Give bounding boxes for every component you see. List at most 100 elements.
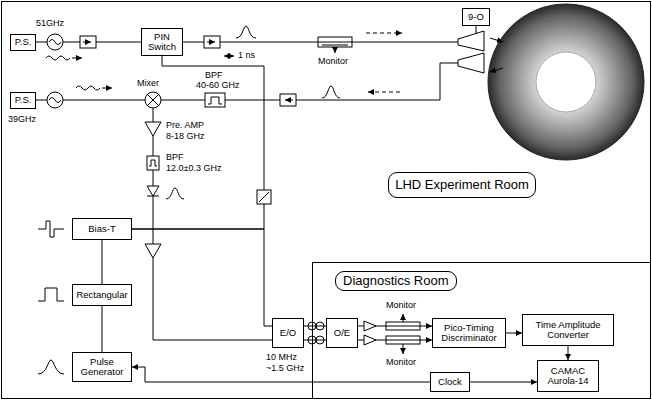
coupler-symbol — [386, 340, 420, 341]
node-text: PIN Switch — [144, 32, 180, 53]
discriminator-box: Pico-Timing Discriminator — [432, 318, 506, 348]
transmit-line — [318, 42, 352, 43]
node-text: P.S. — [15, 95, 32, 105]
transmit-line — [352, 42, 458, 43]
plasma-torus — [490, 68, 503, 72]
transmit-line — [83, 42, 91, 43]
amplifier-label: Pre. AMP — [166, 120, 204, 131]
connector — [132, 56, 264, 229]
plasma-torus — [536, 52, 596, 112]
filter-label: BPF — [205, 70, 223, 81]
coupler-symbol — [386, 322, 420, 330]
transmit-line — [72, 58, 82, 59]
node-text: LHD Experiment Room — [395, 178, 529, 192]
mixer-label: Mixer — [137, 78, 159, 89]
monitor-label: Monitor — [318, 56, 348, 67]
receive-line — [47, 92, 63, 108]
node-text: CAMAC Aurola-14 — [540, 366, 596, 387]
receive-line — [147, 186, 159, 196]
node-text: Time Amplitude Converter — [525, 320, 611, 341]
coupler-symbol — [403, 344, 404, 354]
bandwidth-label: ~1.5 GHz — [266, 363, 304, 374]
amplifier-symbol — [364, 321, 376, 331]
receive-line — [368, 92, 400, 93]
switch-symbol — [259, 192, 269, 202]
receive-line — [285, 100, 293, 101]
antenna-horn — [458, 53, 484, 73]
transmit-line — [366, 33, 402, 34]
transmit-line — [183, 42, 204, 43]
connector — [102, 240, 103, 284]
node-text: Bias-T — [88, 224, 115, 234]
clock-box: Clock — [430, 372, 470, 392]
frequency-label: 51GHz — [36, 18, 64, 29]
fiber-coil — [308, 322, 324, 344]
waveform-icon — [38, 221, 64, 237]
connector — [304, 326, 326, 327]
receive-line — [36, 63, 458, 340]
switch-symbol — [257, 190, 271, 204]
receive-line — [145, 122, 161, 136]
receive-line — [147, 94, 158, 105]
antenna-label-box: 9-O — [462, 8, 490, 26]
plasma-torus — [488, 4, 644, 160]
node-text: O/E — [334, 328, 350, 338]
pulse-generator-box: Pulse Generator — [72, 352, 132, 382]
node-text: E/O — [280, 328, 296, 338]
connector — [470, 382, 537, 383]
power-supply-box: P.S. — [10, 92, 36, 109]
connector — [568, 346, 569, 360]
node-text: Pulse Generator — [75, 357, 129, 378]
connector — [132, 229, 272, 326]
waveform-icon — [38, 221, 64, 374]
receive-line — [147, 156, 159, 170]
power-supply-box: P.S. — [10, 34, 36, 51]
receive-line — [49, 98, 61, 103]
coupler-symbol — [386, 314, 420, 354]
receive-line — [36, 100, 47, 101]
receive-line — [205, 93, 225, 107]
transmit-line — [96, 42, 141, 43]
node-text: Rectangular — [76, 290, 127, 300]
room-label-box: LHD Experiment Room — [388, 172, 536, 198]
transmit-line — [47, 34, 63, 50]
receive-line — [296, 63, 458, 100]
pin-switch-box: PIN Switch — [141, 28, 183, 56]
bandwidth-label: 10 MHz — [266, 352, 297, 363]
transmit-line — [224, 56, 234, 57]
band-label: 40-60 GHz — [196, 80, 240, 91]
filter-label: BPF — [166, 152, 184, 163]
connector — [304, 340, 326, 341]
transmit-line — [63, 42, 80, 43]
antenna-horn — [458, 31, 484, 51]
receive-line — [225, 100, 280, 101]
transmit-line — [318, 37, 352, 47]
amplifier-symbol — [364, 321, 376, 345]
receive-line — [145, 244, 161, 258]
transmit-line — [207, 42, 215, 43]
receive-line — [153, 108, 154, 122]
coupler-symbol — [403, 314, 404, 322]
receive-line — [280, 94, 296, 106]
transmit-line — [236, 26, 256, 38]
camac-box: CAMAC Aurola-14 — [537, 360, 599, 392]
transmit-line — [49, 40, 61, 45]
tac-box: Time Amplitude Converter — [522, 314, 614, 346]
waveform-icon — [38, 288, 64, 301]
connector — [506, 333, 522, 334]
receive-line — [76, 86, 100, 90]
receive-line — [153, 136, 154, 156]
node-text: Pico-Timing Discriminator — [435, 323, 503, 344]
bias-tee-box: Bias-T — [72, 218, 132, 240]
transmit-line — [220, 42, 318, 43]
receive-line — [166, 188, 184, 199]
antenna-horn — [458, 26, 484, 73]
transmit-line — [335, 47, 336, 53]
plasma-torus — [490, 38, 503, 42]
band-label: 8-18 GHz — [166, 131, 205, 142]
receive-line — [153, 196, 154, 244]
transmit-line — [46, 56, 70, 60]
node-text: P.S. — [15, 37, 32, 47]
receive-line — [145, 92, 161, 108]
